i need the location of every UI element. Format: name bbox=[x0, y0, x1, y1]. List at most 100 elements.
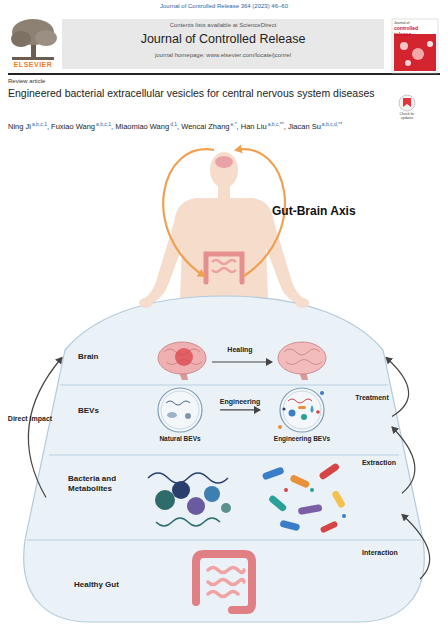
text-label: Check for updates bbox=[393, 112, 421, 120]
affiliation-mark: a,b,c,1 bbox=[32, 121, 47, 127]
human-figure bbox=[210, 152, 238, 188]
edge-label: Direct Impact bbox=[8, 415, 52, 422]
bacteria-metabolites bbox=[284, 488, 288, 492]
journal-cover bbox=[427, 41, 433, 47]
journal-header bbox=[8, 19, 440, 75]
affiliation-mark: a,b,c,1 bbox=[96, 121, 111, 127]
elsevier-tree bbox=[12, 57, 54, 60]
gut-image bbox=[196, 554, 252, 610]
journal-cover bbox=[394, 34, 436, 71]
gut-image bbox=[208, 568, 244, 597]
band-label: Brain bbox=[78, 352, 98, 362]
journal-cover bbox=[412, 48, 424, 60]
vesicle-node: Engineering BEVs bbox=[260, 387, 344, 449]
vesicle-outline bbox=[289, 410, 296, 417]
elsevier-tree bbox=[11, 31, 31, 47]
affiliation-mark: a,b,c,d,** bbox=[322, 121, 342, 127]
journal-header bbox=[62, 19, 384, 69]
bacteria-metabolites bbox=[331, 490, 346, 509]
journal-cover bbox=[405, 60, 411, 66]
text-label: Contents lists available at ScienceDirec… bbox=[62, 22, 384, 28]
bacteria-metabolites bbox=[148, 473, 228, 483]
bacteria-metabolites bbox=[268, 494, 288, 512]
elsevier-tree bbox=[35, 30, 57, 46]
brain-images bbox=[284, 349, 322, 365]
gut-image bbox=[196, 554, 252, 610]
dome bbox=[60, 385, 388, 386]
edge-label: Engineering bbox=[220, 398, 260, 405]
text-label: Journal of Controlled Release bbox=[62, 32, 384, 46]
bacteria-metabolites bbox=[320, 520, 339, 533]
dome bbox=[139, 298, 153, 308]
edge-label: Interaction bbox=[362, 549, 398, 556]
vesicle-outline bbox=[288, 399, 312, 403]
bacteria-metabolites bbox=[172, 481, 190, 499]
dome-band: Brain bbox=[62, 335, 386, 385]
vesicle-label: Natural BEVs bbox=[140, 435, 220, 443]
vesicle-outline bbox=[283, 408, 286, 411]
bacteria-metabolites bbox=[289, 474, 310, 489]
flow-arrow bbox=[402, 515, 430, 580]
vesicle-outline bbox=[301, 414, 307, 420]
text-label: Review article bbox=[8, 78, 45, 84]
update-badge bbox=[399, 95, 415, 111]
update-badge bbox=[399, 95, 415, 111]
bacteria-metabolites bbox=[204, 486, 220, 502]
affiliation-mark: e,* bbox=[230, 121, 236, 127]
vesicle-outline bbox=[158, 388, 202, 432]
author-list: Ning Jia,b,c,1, Fuxiao Wanga,b,c,1, Miao… bbox=[8, 119, 353, 132]
vesicle-outline bbox=[166, 401, 190, 405]
bacteria-metabolites bbox=[156, 518, 220, 526]
human-figure bbox=[163, 149, 214, 276]
text-label: Gut-Brain Axis bbox=[272, 204, 356, 218]
author-name: , Miaomiao Wang bbox=[111, 122, 169, 131]
bacteria-metabolites bbox=[262, 466, 285, 480]
affiliation-mark: a,b,c,** bbox=[268, 121, 284, 127]
vesicle-label: Engineering BEVs bbox=[260, 435, 344, 443]
text-label: journal homepage: www.elsevier.com/locat… bbox=[62, 52, 384, 58]
dome-band: BEVsNatural BEVs Engineering BEVs bbox=[56, 385, 392, 455]
journal-header bbox=[8, 73, 440, 75]
brain-images bbox=[158, 342, 326, 380]
bacteria-metabolites bbox=[279, 520, 300, 532]
flow-arrow bbox=[28, 358, 62, 498]
bacteria-metabolites bbox=[148, 462, 346, 533]
text-label: Journal of bbox=[394, 21, 436, 25]
bacteria-metabolites bbox=[221, 503, 231, 513]
author-name: , Wencai Zhang bbox=[177, 122, 229, 131]
edge-label: Extraction bbox=[362, 459, 396, 466]
bacteria-metabolites bbox=[155, 490, 175, 510]
update-badge bbox=[403, 98, 411, 107]
text-label: Healing bbox=[210, 346, 270, 353]
flow-arrow bbox=[386, 358, 409, 417]
dome-band: Healthy Gut bbox=[28, 540, 420, 618]
brain-images bbox=[158, 342, 206, 374]
dome-band: Bacteria and Metabolites bbox=[46, 455, 402, 540]
edge-label: Treatment bbox=[355, 394, 388, 401]
text-label: ELSEVIER bbox=[6, 61, 60, 68]
text-label: Journal of Controlled Release 364 (2023)… bbox=[0, 3, 448, 9]
vesicle-outline bbox=[298, 406, 306, 409]
vesicle-outline bbox=[280, 388, 324, 432]
human-figure bbox=[206, 254, 242, 282]
journal-cover bbox=[392, 19, 438, 73]
affiliation-mark: d,1 bbox=[170, 121, 177, 127]
vesicle-outline bbox=[283, 391, 321, 429]
journal-cover bbox=[400, 42, 408, 50]
author-name: , Jiacan Su bbox=[284, 122, 321, 131]
human-figure bbox=[142, 149, 306, 306]
vesicle-outline bbox=[320, 391, 324, 395]
dome bbox=[27, 540, 421, 541]
vesicle-outline bbox=[185, 413, 191, 419]
bacteria-metabolites bbox=[187, 497, 205, 515]
band-label: Healthy Gut bbox=[74, 580, 119, 590]
elsevier-tree bbox=[11, 19, 57, 60]
brain-images bbox=[175, 348, 193, 366]
band-label: BEVs bbox=[78, 406, 99, 416]
bacteria-metabolites bbox=[298, 504, 323, 515]
flow-arrow bbox=[220, 409, 260, 410]
vesicle-outline bbox=[161, 391, 199, 429]
brain-images bbox=[212, 361, 272, 362]
author-name: Ning Ji bbox=[8, 122, 31, 131]
dome bbox=[24, 296, 425, 622]
